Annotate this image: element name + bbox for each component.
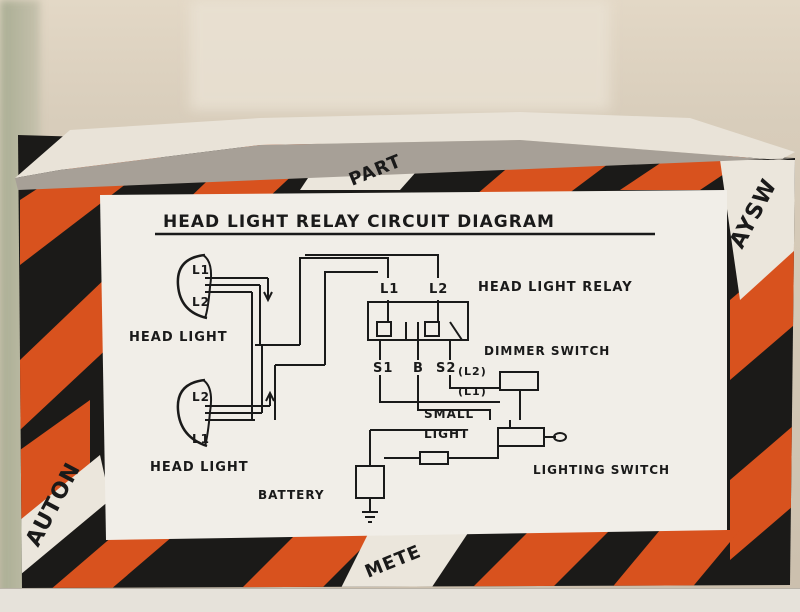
label-light: LIGHT (424, 427, 469, 441)
lamp-bottom-l1: L1 (192, 432, 210, 446)
diagram-title: HEAD LIGHT RELAY CIRCUIT DIAGRAM (163, 212, 555, 232)
label-relay: HEAD LIGHT RELAY (478, 280, 633, 295)
dimmer-switch-symbol (499, 371, 539, 420)
diagram-labels: HEAD LIGHT RELAY CIRCUIT DIAGRAM HEAD LI… (129, 212, 670, 502)
head-light-top-symbol (176, 253, 268, 320)
terminal-s1: S1 (373, 361, 393, 376)
label-head-light-bottom: HEAD LIGHT (150, 460, 249, 475)
terminal-s2: S2 (436, 361, 456, 376)
circuit-diagram (155, 232, 655, 523)
terminal-dimmer-l1: (L1) (458, 385, 487, 398)
label-dimmer-switch: DIMMER SWITCH (484, 344, 610, 358)
lamp-top-l2: L2 (192, 295, 210, 309)
label-head-light-top: HEAD LIGHT (129, 330, 228, 345)
window-sill (0, 588, 800, 612)
label-battery: BATTERY (258, 488, 325, 502)
lamp-top-l1: L1 (192, 263, 210, 277)
battery-symbol (355, 429, 462, 523)
terminal-l2: L2 (429, 282, 448, 297)
lamp-bottom-l2: L2 (192, 390, 210, 404)
terminal-l1: L1 (380, 282, 399, 297)
terminal-dimmer-l2: (L2) (458, 365, 487, 378)
label-small: SMALL (424, 407, 474, 421)
background-window (190, 0, 610, 110)
label-lighting-switch: LIGHTING SWITCH (533, 463, 670, 477)
terminal-b: B (413, 361, 424, 376)
lighting-switch-symbol (497, 420, 567, 447)
